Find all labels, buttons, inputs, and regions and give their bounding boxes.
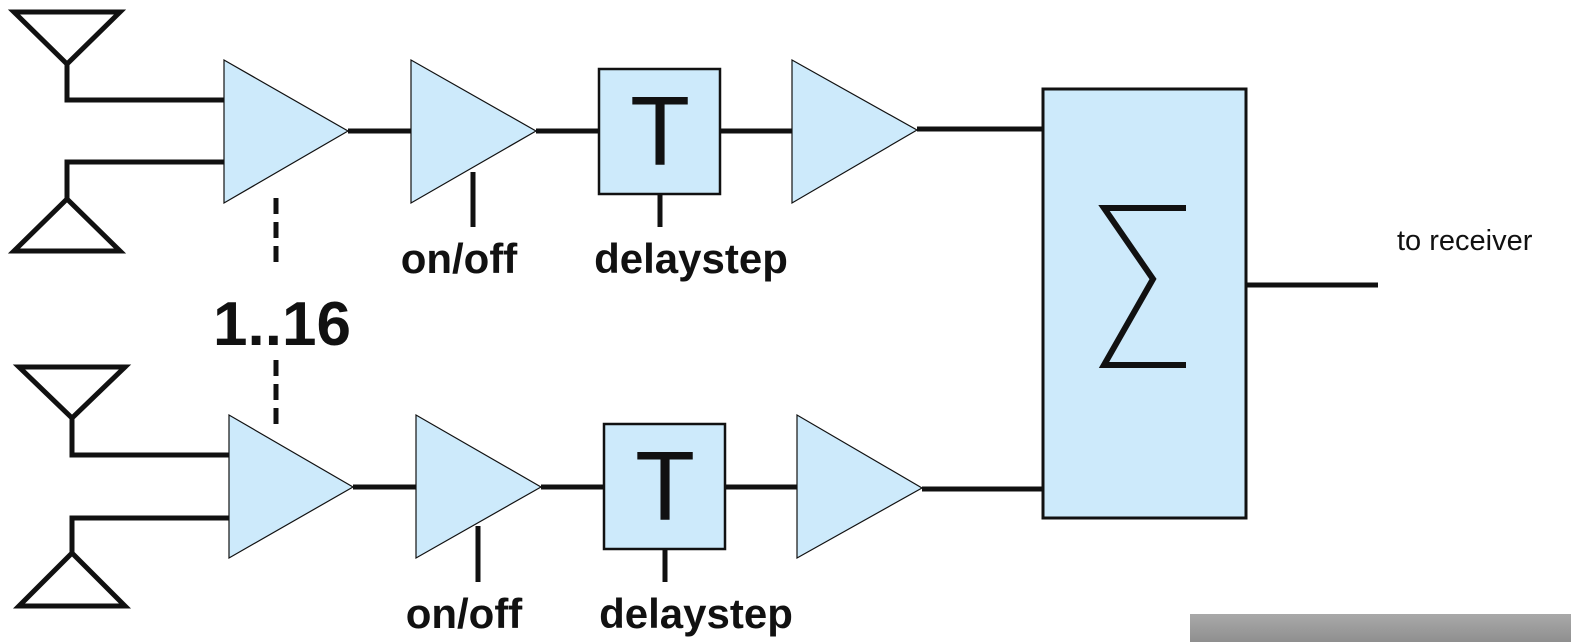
delay-label: delaystep (599, 590, 793, 637)
amplifier-icon (791, 58, 919, 205)
output-label: to receiver (1397, 225, 1533, 257)
amplifier-icon (228, 413, 355, 560)
delay-label: delaystep (594, 235, 788, 282)
scan-artifact (1190, 614, 1571, 642)
amplifier-icon (796, 413, 924, 560)
delay-symbol: T (635, 431, 695, 541)
delay-box-icon[interactable] (597, 67, 722, 196)
antenna-icon (7, 159, 224, 254)
channel-range-label: 1..16 (213, 290, 351, 359)
amplifier-icon[interactable] (415, 413, 543, 560)
amplifier-icon (223, 58, 350, 205)
summation-icon (1098, 205, 1186, 368)
switch-label: on/off (406, 590, 524, 637)
summation-block (1041, 87, 1248, 520)
delay-symbol: T (630, 76, 690, 186)
antenna-icon (12, 364, 229, 458)
antenna-icon (7, 9, 224, 103)
amplifier-icon[interactable] (410, 58, 538, 205)
antenna-icon (12, 515, 229, 609)
switch-label: on/off (401, 235, 519, 282)
